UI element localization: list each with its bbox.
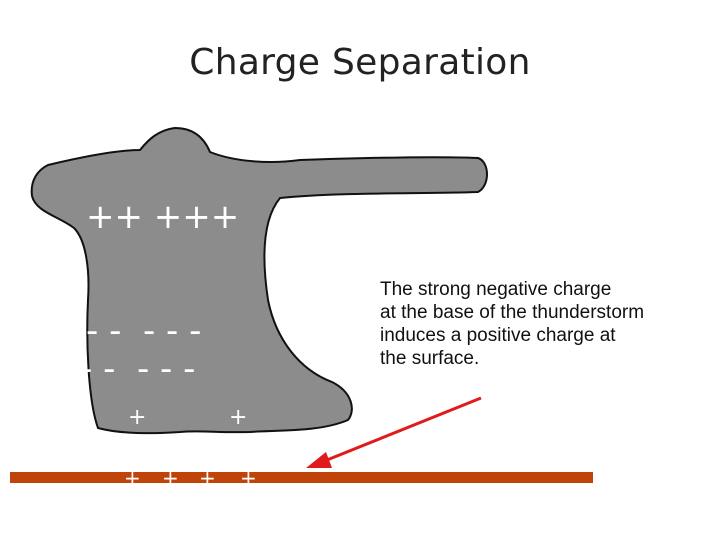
thundercloud	[30, 126, 488, 435]
upper-positive-charges: ++ +++	[86, 197, 239, 237]
caption-line-2: at the base of the thunderstorm	[380, 302, 645, 323]
caption-line-3: induces a positive charge at	[380, 325, 616, 346]
ground-charge: +	[240, 466, 257, 490]
cloud-base-charges: + +	[128, 405, 247, 430]
ground-charge: +	[199, 466, 216, 490]
negative-charge-row-1: - - - - -	[86, 311, 201, 351]
arrow-head	[306, 452, 332, 468]
ground-charge: +	[162, 466, 179, 490]
ground-charge: +	[124, 466, 141, 490]
lower-negative-charges: - - - - - - - - - -	[80, 311, 201, 389]
ground-surface	[10, 472, 593, 483]
ground-positive-charges: + + + +	[124, 466, 257, 490]
cloud-base-charge: +	[229, 405, 247, 430]
caption-line-4: the surface.	[380, 348, 480, 369]
caption: The strong negative charge at the base o…	[380, 278, 715, 370]
slide-title: Charge Separation	[189, 42, 531, 83]
arrow-shaft	[321, 396, 482, 464]
negative-charge-row-2: - - - - -	[80, 349, 195, 389]
cloud-base-charge: +	[128, 405, 146, 430]
pointer-arrow	[306, 396, 482, 468]
caption-line-1: The strong negative charge	[380, 279, 612, 300]
upper-charge-symbols: ++ +++	[86, 197, 239, 237]
